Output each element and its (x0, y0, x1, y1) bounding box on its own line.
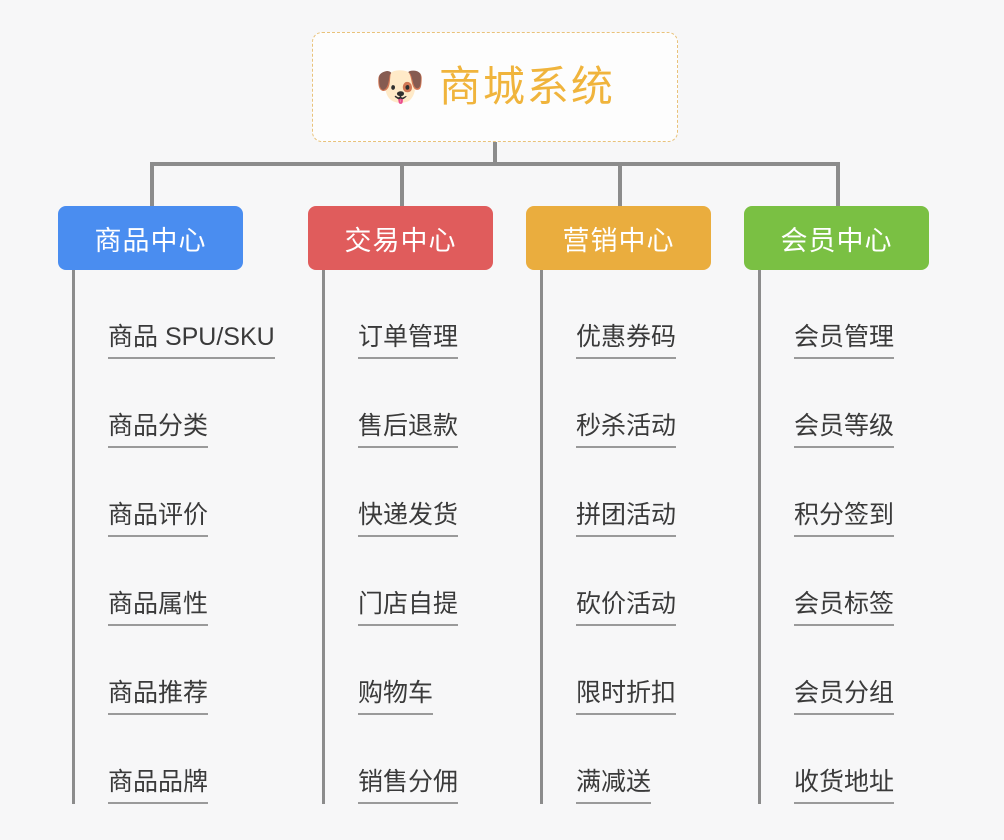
list-item[interactable]: 销售分佣 (325, 715, 526, 804)
branch-marketing-center: 营销中心 优惠券码 秒杀活动 拼团活动 砍价活动 限时折扣 满减送 (526, 206, 744, 804)
category-header-marketing-center[interactable]: 营销中心 (526, 206, 711, 270)
list-item-label: 售后退款 (358, 412, 459, 448)
list-item-label: 销售分佣 (358, 768, 459, 804)
child-list-marketing-center: 优惠券码 秒杀活动 拼团活动 砍价活动 限时折扣 满减送 (540, 270, 744, 804)
connector-root-stem (493, 142, 497, 164)
list-item[interactable]: 会员分组 (761, 626, 962, 715)
list-item[interactable]: 会员管理 (761, 270, 962, 359)
list-item[interactable]: 门店自提 (325, 537, 526, 626)
category-header-member-center[interactable]: 会员中心 (744, 206, 929, 270)
list-item-label: 购物车 (358, 679, 434, 715)
child-list-trade-center: 订单管理 售后退款 快递发货 门店自提 购物车 销售分佣 (322, 270, 526, 804)
list-item-label: 快递发货 (358, 501, 459, 537)
list-item-label: 优惠券码 (576, 323, 677, 359)
root-node-title: 商城系统 (438, 63, 615, 110)
list-item-label: 商品分类 (108, 412, 209, 448)
list-item[interactable]: 优惠券码 (543, 270, 744, 359)
list-item-label: 商品 SPU/SKU (108, 323, 275, 359)
category-title: 商品中心 (94, 225, 207, 256)
list-item-label: 会员等级 (794, 412, 895, 448)
child-list-member-center: 会员管理 会员等级 积分签到 会员标签 会员分组 收货地址 (758, 270, 962, 804)
connector-drop-member-center (836, 162, 840, 206)
root-node-shop-system[interactable]: 🐶 商城系统 (312, 32, 678, 142)
category-title: 会员中心 (780, 225, 893, 256)
child-list-product-center: 商品 SPU/SKU 商品分类 商品评价 商品属性 商品推荐 商品品牌 (72, 270, 288, 804)
list-item-label: 限时折扣 (576, 679, 677, 715)
category-header-trade-center[interactable]: 交易中心 (308, 206, 493, 270)
list-item-label: 会员管理 (794, 323, 895, 359)
list-item-label: 商品推荐 (108, 679, 209, 715)
list-item-label: 会员分组 (794, 679, 895, 715)
list-item-label: 满减送 (576, 768, 652, 804)
list-item-label: 收货地址 (794, 768, 895, 804)
list-item[interactable]: 商品品牌 (75, 715, 288, 804)
connector-drop-trade-center (400, 162, 404, 206)
list-item[interactable]: 秒杀活动 (543, 359, 744, 448)
list-item-label: 商品品牌 (108, 768, 209, 804)
list-item-label: 砍价活动 (576, 590, 677, 626)
list-item[interactable]: 积分签到 (761, 448, 962, 537)
branch-trade-center: 交易中心 订单管理 售后退款 快递发货 门店自提 购物车 销售分佣 (308, 206, 526, 804)
list-item-label: 订单管理 (358, 323, 459, 359)
list-item[interactable]: 售后退款 (325, 359, 526, 448)
list-item[interactable]: 订单管理 (325, 270, 526, 359)
list-item[interactable]: 会员等级 (761, 359, 962, 448)
list-item[interactable]: 拼团活动 (543, 448, 744, 537)
category-header-product-center[interactable]: 商品中心 (58, 206, 243, 270)
branch-member-center: 会员中心 会员管理 会员等级 积分签到 会员标签 会员分组 收货地址 (744, 206, 962, 804)
shiba-dog-face-icon: 🐶 (375, 65, 425, 109)
connector-drop-marketing-center (618, 162, 622, 206)
list-item[interactable]: 快递发货 (325, 448, 526, 537)
category-title: 交易中心 (344, 225, 457, 256)
list-item[interactable]: 商品属性 (75, 537, 288, 626)
list-item[interactable]: 满减送 (543, 715, 744, 804)
connector-horizontal-bus (150, 162, 840, 166)
list-item[interactable]: 收货地址 (761, 715, 962, 804)
list-item[interactable]: 会员标签 (761, 537, 962, 626)
list-item[interactable]: 限时折扣 (543, 626, 744, 715)
list-item-label: 秒杀活动 (576, 412, 677, 448)
list-item-label: 商品属性 (108, 590, 209, 626)
category-title: 营销中心 (562, 225, 675, 256)
list-item[interactable]: 砍价活动 (543, 537, 744, 626)
list-item[interactable]: 商品 SPU/SKU (75, 270, 288, 359)
branch-product-center: 商品中心 商品 SPU/SKU 商品分类 商品评价 商品属性 商品推荐 商品品牌 (58, 206, 288, 804)
list-item-label: 积分签到 (794, 501, 895, 537)
list-item[interactable]: 商品分类 (75, 359, 288, 448)
list-item-label: 拼团活动 (576, 501, 677, 537)
connector-drop-product-center (150, 162, 154, 206)
list-item-label: 商品评价 (108, 501, 209, 537)
list-item-label: 门店自提 (358, 590, 459, 626)
list-item[interactable]: 商品评价 (75, 448, 288, 537)
list-item[interactable]: 购物车 (325, 626, 526, 715)
list-item[interactable]: 商品推荐 (75, 626, 288, 715)
list-item-label: 会员标签 (794, 590, 895, 626)
